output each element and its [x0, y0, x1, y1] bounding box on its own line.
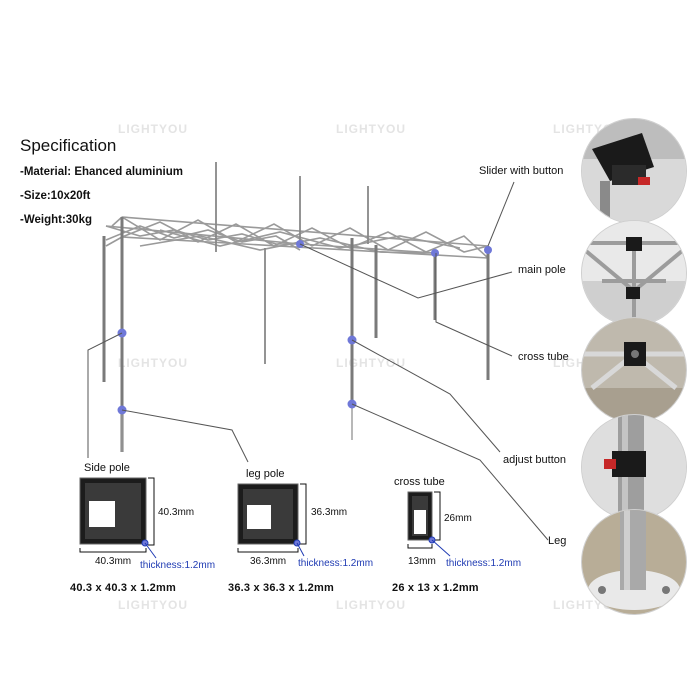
spec-weight: -Weight:30kg [20, 214, 92, 226]
side-pole-height: 40.3mm [158, 507, 195, 518]
watermark: LIGHTYOU [118, 598, 188, 612]
slider-joint [484, 246, 492, 254]
callout-lines [87, 181, 549, 541]
photo-leg-foot [581, 509, 687, 615]
section-label-leg-pole: leg pole [246, 468, 285, 480]
photo-adjust-button [581, 414, 687, 520]
callout-cross-tube: cross tube [518, 351, 569, 363]
section-label-cross-tube: cross tube [394, 476, 445, 488]
callout-slider: Slider with button [479, 165, 564, 177]
cross-sections [79, 477, 441, 553]
photo-main-pole [581, 220, 687, 326]
truss-frame [105, 216, 489, 259]
cross-tube-height: 26mm [444, 513, 472, 524]
watermark: LIGHTYOU [336, 122, 406, 136]
cross-tube-width: 13mm [408, 556, 436, 567]
leg-pole-width: 36.3mm [250, 556, 287, 567]
photo-cross-tube [581, 317, 687, 423]
leg-pole-caption: 36.3 x 36.3 x 1.2mm [228, 582, 334, 594]
callout-leg: Leg [548, 535, 567, 547]
watermark: LIGHTYOU [336, 598, 406, 612]
spec-title: Specification [20, 136, 117, 155]
watermark: LIGHTYOU [118, 356, 188, 370]
slider-joint [431, 249, 439, 257]
callout-main-pole: main pole [518, 264, 566, 276]
leg-pole-height: 36.3mm [311, 507, 348, 518]
center-poles [215, 162, 369, 364]
leg-pole-thickness: thickness:1.2mm [298, 558, 374, 569]
watermark: LIGHTYOU [118, 122, 188, 136]
callout-adjust-button: adjust button [503, 454, 566, 466]
side-pole-caption: 40.3 x 40.3 x 1.2mm [70, 582, 176, 594]
section-label-side-pole: Side pole [84, 462, 130, 474]
spec-material: -Material: Ehanced aluminium [20, 166, 183, 178]
cross-tube-caption: 26 x 13 x 1.2mm [392, 582, 479, 594]
spec-size: -Size:10x20ft [20, 190, 91, 202]
side-pole-thickness: thickness:1.2mm [140, 560, 216, 571]
side-pole-width: 40.3mm [95, 556, 132, 567]
cross-tube-thickness: thickness:1.2mm [446, 558, 522, 569]
photo-slider-with-button [581, 118, 687, 224]
